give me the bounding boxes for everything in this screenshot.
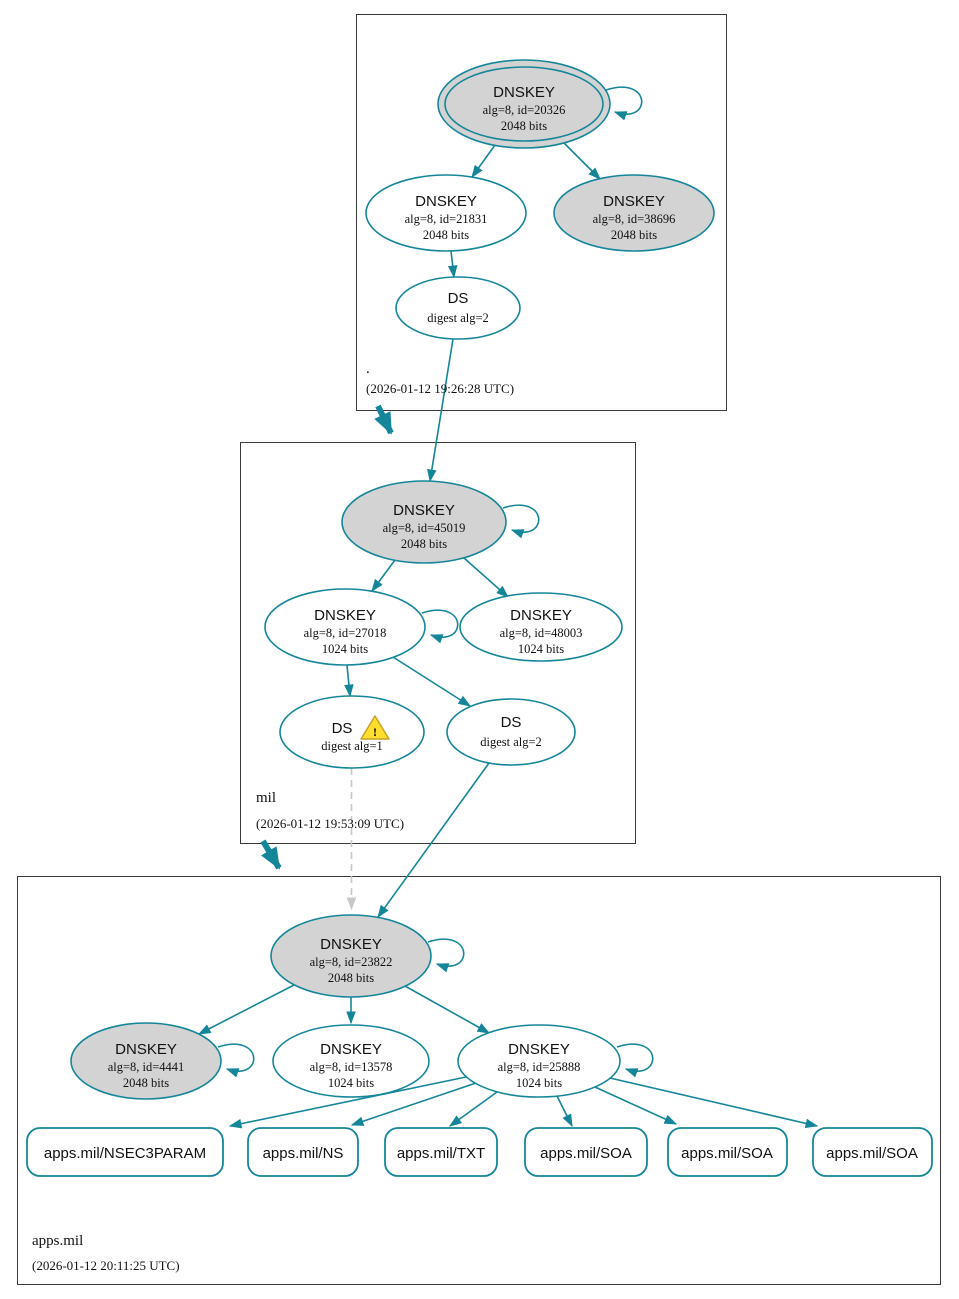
node-alg-id: alg=8, id=20326: [483, 103, 566, 117]
rrset-label: apps.mil/NS: [263, 1145, 344, 1162]
rrset-node-soa-3[interactable]: apps.mil/SOA: [812, 1127, 933, 1177]
node-alg-id: alg=8, id=4441: [108, 1060, 185, 1074]
node-bits: 1024 bits: [518, 642, 564, 656]
dnskey-node-apps-13578[interactable]: DNSKEY alg=8, id=13578 1024 bits: [272, 1024, 430, 1098]
edge-apps-ksk-self-sign: [427, 938, 465, 973]
rrset-node-ns[interactable]: apps.mil/NS: [247, 1127, 359, 1177]
node-alg-id: alg=8, id=13578: [310, 1060, 393, 1074]
edge-delegation-root-to-mil: [374, 404, 394, 435]
rrset-label: apps.mil/SOA: [540, 1145, 632, 1162]
rrset-label: apps.mil/SOA: [826, 1145, 918, 1162]
ds-node-mil-alg2[interactable]: DS digest alg=2: [446, 698, 576, 766]
edge-mil-ksk-self-sign: [502, 504, 540, 539]
node-title: DS: [448, 290, 469, 307]
edge-key25888-to-ns: [350, 1082, 477, 1126]
edge-mil-ds2-to-apps-ksk: [377, 762, 490, 919]
node-title: DNSKEY: [415, 193, 477, 210]
edge-key25888-to-soa3: [609, 1077, 819, 1129]
edge-root-ksk-to-zsk: [471, 144, 496, 179]
node-title: DNSKEY: [320, 936, 382, 953]
node-bits: 1024 bits: [322, 642, 368, 656]
node-alg-id: alg=8, id=48003: [500, 626, 583, 640]
dnskey-node-apps-ksk-23822[interactable]: DNSKEY alg=8, id=23822 2048 bits: [270, 914, 432, 998]
zone-label-mil: mil: [256, 790, 276, 806]
node-digest: digest alg=1: [321, 739, 383, 753]
edge-apps-key4441-self-sign: [217, 1043, 255, 1078]
edge-apps-ksk-to-key25888: [404, 985, 491, 1034]
zone-label-apps-mil: apps.mil: [32, 1233, 83, 1249]
edge-apps-ksk-to-key4441: [197, 984, 295, 1035]
node-alg-id: alg=8, id=27018: [304, 626, 387, 640]
edge-mil-ksk-to-zsk: [371, 559, 396, 593]
rrset-label: apps.mil/SOA: [681, 1145, 773, 1162]
node-bits: 2048 bits: [423, 228, 469, 242]
node-bits: 2048 bits: [611, 228, 657, 242]
node-digest: digest alg=2: [480, 735, 542, 749]
node-bits: 2048 bits: [123, 1076, 169, 1090]
node-title: DNSKEY: [314, 607, 376, 624]
edge-mil-ksk-to-key48003: [463, 557, 509, 598]
ds-node-mil-alg1-warning[interactable]: DS ! digest alg=1: [279, 695, 425, 769]
edge-key25888-to-txt: [448, 1091, 498, 1127]
svg-text:!: !: [373, 725, 377, 739]
dnskey-node-mil-ksk-45019[interactable]: DNSKEY alg=8, id=45019 2048 bits: [341, 480, 507, 564]
node-title: DNSKEY: [510, 607, 572, 624]
zone-label-root: .: [366, 361, 370, 377]
node-bits: 1024 bits: [516, 1076, 562, 1090]
edge-key25888-to-nsec3param: [228, 1076, 467, 1129]
node-title: DS: [501, 714, 522, 731]
node-alg-id: alg=8, id=45019: [383, 521, 466, 535]
edge-mil-zsk-self-sign: [421, 609, 459, 644]
node-title: DNSKEY: [320, 1041, 382, 1058]
node-alg-id: alg=8, id=38696: [593, 212, 676, 226]
edge-key25888-to-soa2: [594, 1086, 678, 1125]
rrset-node-soa-1[interactable]: apps.mil/SOA: [524, 1127, 648, 1177]
node-title: DNSKEY: [115, 1041, 177, 1058]
dnskey-node-root-38696[interactable]: DNSKEY alg=8, id=38696 2048 bits: [553, 174, 715, 252]
node-bits: 1024 bits: [328, 1076, 374, 1090]
zone-timestamp-mil: (2026-01-12 19:53:09 UTC): [256, 816, 404, 831]
edge-root-ksk-to-key38696: [562, 141, 601, 180]
rrset-node-txt[interactable]: apps.mil/TXT: [384, 1127, 498, 1177]
zone-timestamp-root: (2026-01-12 19:26:28 UTC): [366, 381, 514, 396]
dnskey-node-apps-4441[interactable]: DNSKEY alg=8, id=4441 2048 bits: [70, 1022, 222, 1100]
node-alg-id: alg=8, id=23822: [310, 955, 393, 969]
dnskey-node-mil-48003[interactable]: DNSKEY alg=8, id=48003 1024 bits: [459, 592, 623, 662]
node-alg-id: alg=8, id=21831: [405, 212, 488, 226]
warning-icon: !: [360, 715, 390, 740]
node-title: DNSKEY: [603, 193, 665, 210]
zone-timestamp-apps-mil: (2026-01-12 20:11:25 UTC): [32, 1258, 180, 1273]
dnskey-node-root-ksk-20326[interactable]: DNSKEY alg=8, id=20326 2048 bits: [437, 59, 611, 149]
edge-key25888-to-soa1: [556, 1095, 573, 1128]
node-title: DNSKEY: [393, 502, 455, 519]
node-alg-id: alg=8, id=25888: [498, 1060, 581, 1074]
edge-root-zsk-to-ds: [447, 250, 458, 279]
rrset-node-soa-2[interactable]: apps.mil/SOA: [667, 1127, 788, 1177]
node-title: DS: [332, 720, 353, 737]
node-bits: 2048 bits: [328, 971, 374, 985]
rrset-label: apps.mil/NSEC3PARAM: [44, 1145, 206, 1162]
dnskey-node-mil-zsk-27018[interactable]: DNSKEY alg=8, id=27018 1024 bits: [264, 588, 426, 666]
edge-mil-zsk-to-ds1: [344, 664, 354, 698]
rrset-node-nsec3param[interactable]: apps.mil/NSEC3PARAM: [26, 1127, 224, 1177]
edge-delegation-mil-to-apps: [260, 839, 282, 870]
node-digest: digest alg=2: [427, 311, 489, 325]
ds-node-root[interactable]: DS digest alg=2: [395, 276, 521, 340]
node-title: DNSKEY: [508, 1041, 570, 1058]
dnskey-node-root-zsk-21831[interactable]: DNSKEY alg=8, id=21831 2048 bits: [365, 174, 527, 252]
dnskey-node-apps-25888[interactable]: DNSKEY alg=8, id=25888 1024 bits: [457, 1024, 621, 1098]
node-bits: 2048 bits: [401, 537, 447, 551]
edge-root-ksk-self-sign: [605, 86, 643, 121]
rrset-label: apps.mil/TXT: [397, 1145, 485, 1162]
node-title: DNSKEY: [493, 84, 555, 101]
edge-mil-zsk-to-ds2: [392, 656, 472, 707]
edge-apps-key25888-self-sign: [616, 1043, 654, 1078]
node-bits: 2048 bits: [501, 119, 547, 133]
edge-root-ds-to-mil-ksk: [427, 338, 454, 483]
